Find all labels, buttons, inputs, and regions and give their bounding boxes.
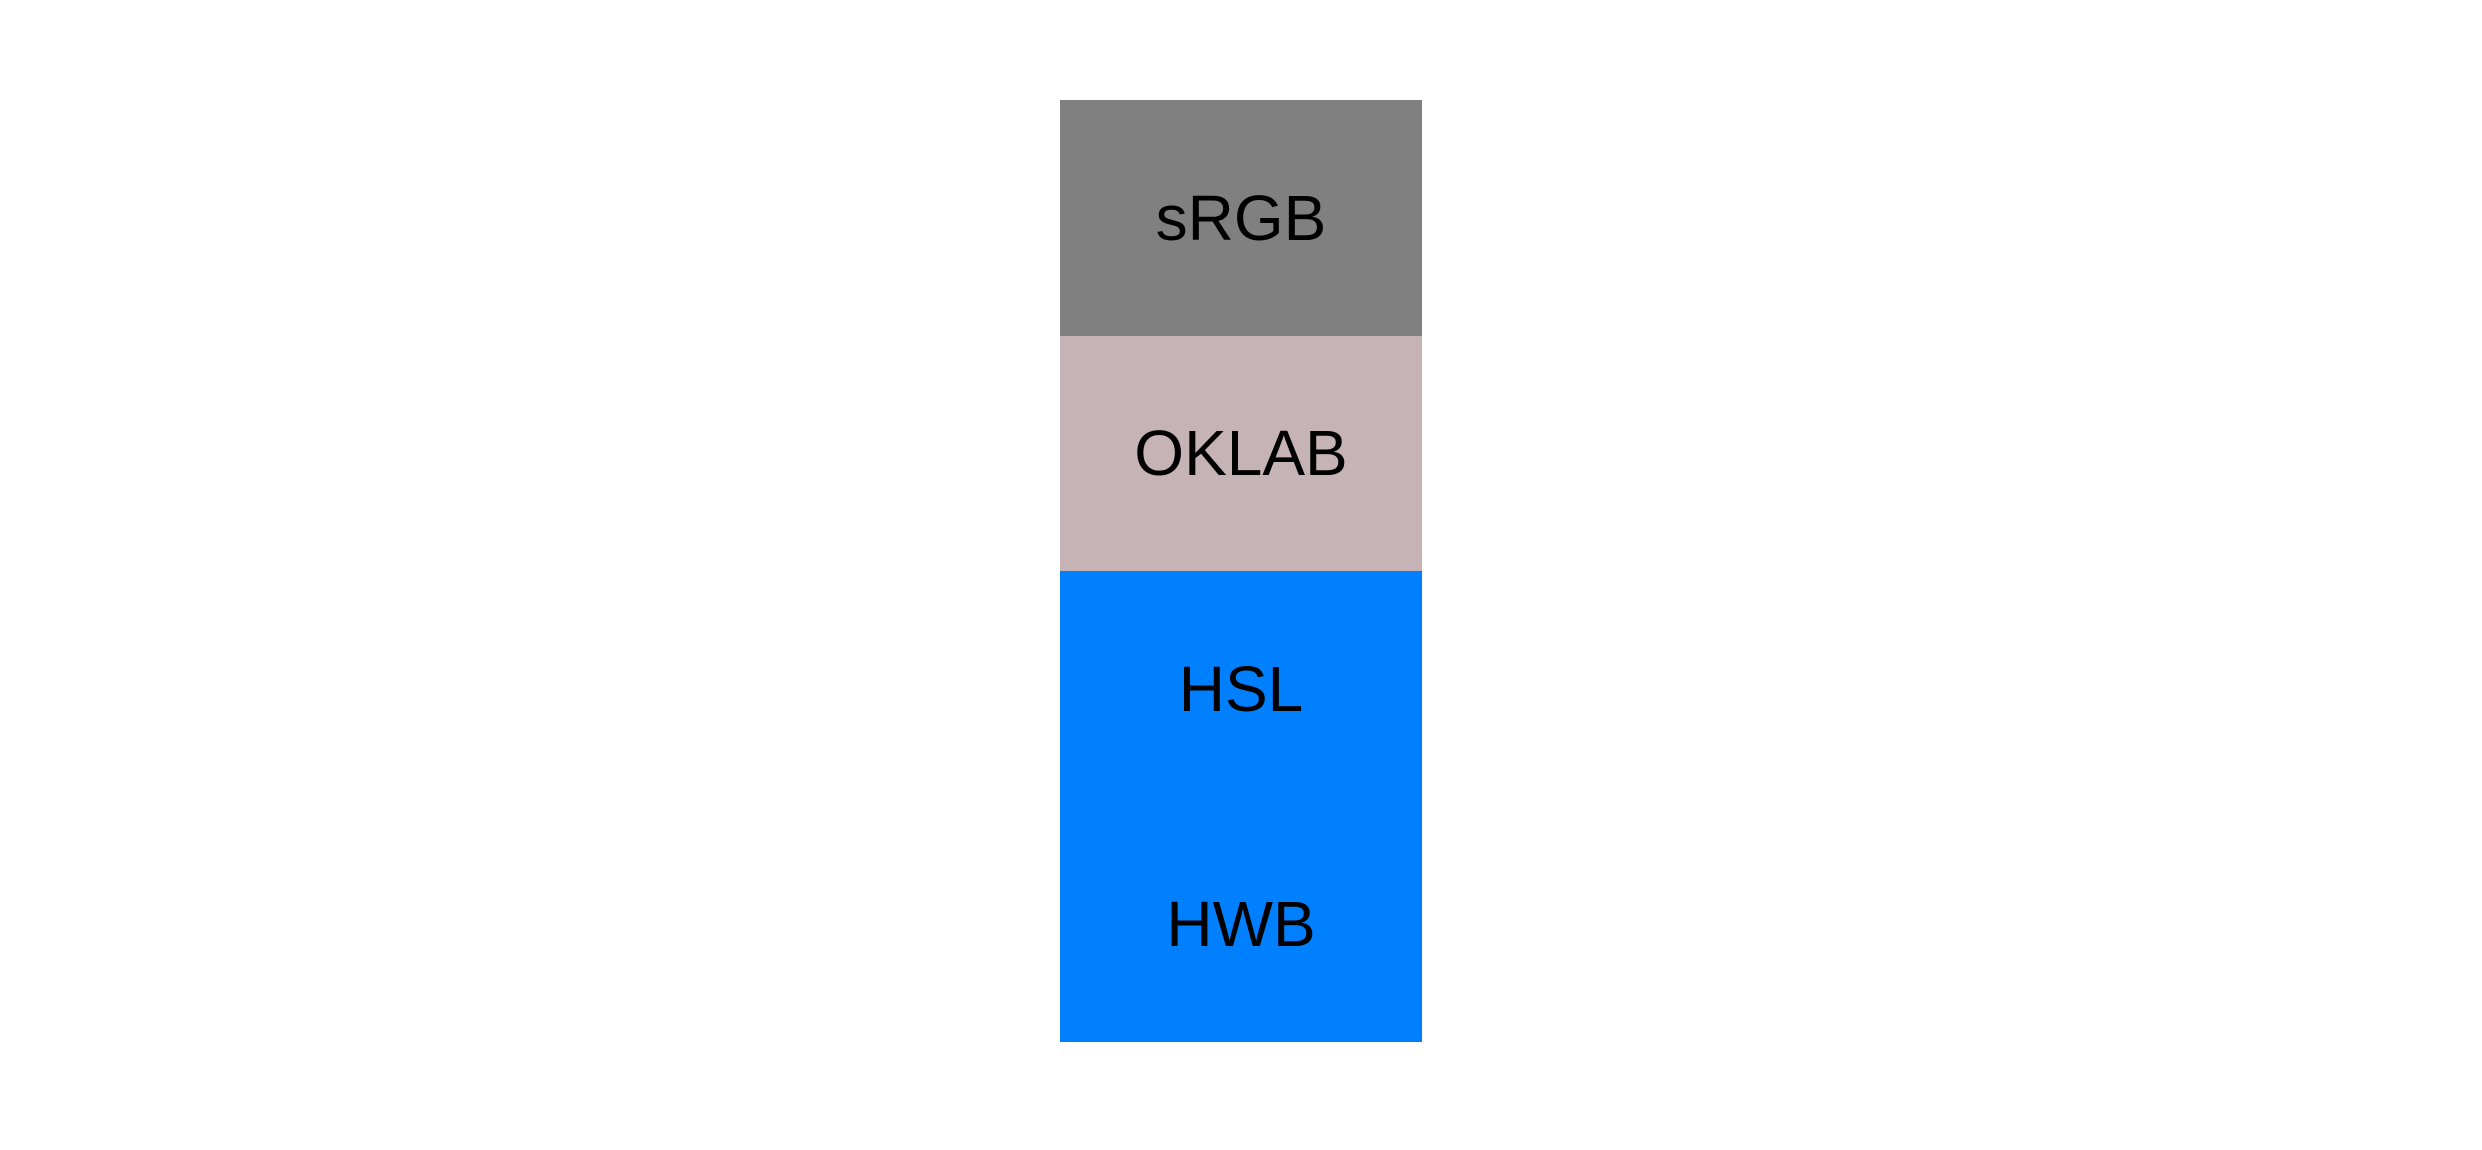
swatch-label-srgb: sRGB <box>1155 181 1327 254</box>
swatch-srgb[interactable]: sRGB <box>1060 100 1422 336</box>
swatch-oklab[interactable]: OKLAB <box>1060 335 1422 571</box>
swatch-label-hwb: HWB <box>1166 888 1316 961</box>
swatch-label-oklab: OKLAB <box>1134 417 1348 490</box>
color-space-swatch-column: sRGB OKLAB HSL HWB <box>1060 100 1422 1042</box>
swatch-label-hsl: HSL <box>1178 652 1304 725</box>
swatch-hwb[interactable]: HWB <box>1060 806 1422 1042</box>
swatch-hsl[interactable]: HSL <box>1060 571 1422 807</box>
